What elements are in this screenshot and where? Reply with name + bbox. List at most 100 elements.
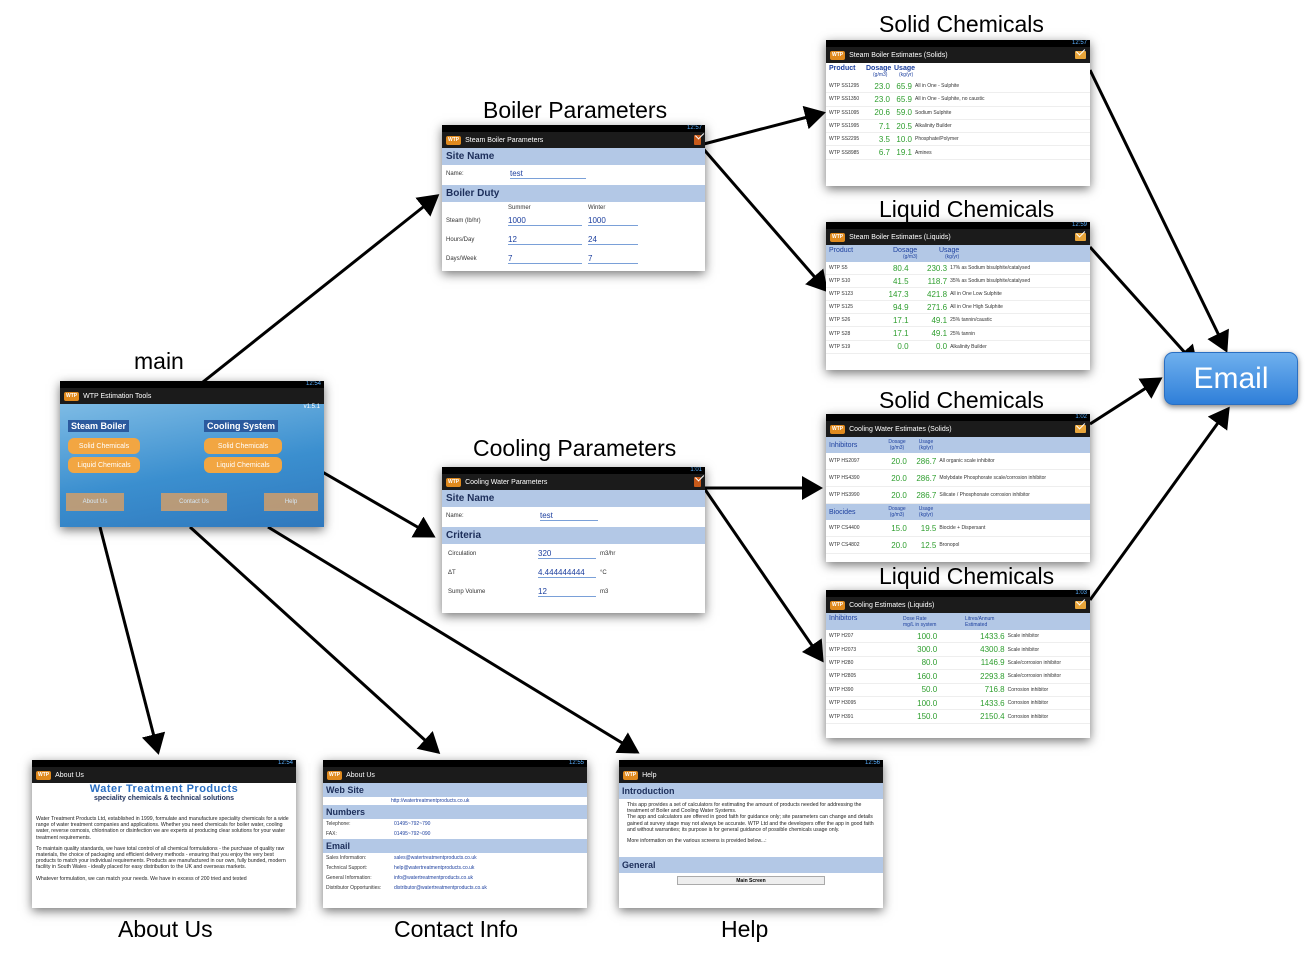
wtp-logo-icon: WTP — [830, 600, 846, 610]
email-icon[interactable] — [1075, 425, 1086, 433]
label-liquid-chemicals-cooling: Liquid Chemicals — [879, 563, 1055, 589]
boiler-liquid-button[interactable]: Liquid Chemicals — [68, 457, 140, 473]
param-input[interactable]: 4.444444444 — [538, 568, 596, 578]
param-unit: m3 — [600, 588, 609, 595]
description-cell: Amines — [915, 149, 932, 156]
cooling-liquid-button[interactable]: Liquid Chemicals — [204, 457, 282, 473]
help-paragraph-3: More information on the various screens … — [627, 838, 767, 845]
contact-row: Technical Support: help@watertreatmentpro… — [323, 863, 587, 873]
product-cell: WTP H207 — [829, 633, 854, 640]
product-cell: WTP SS1295 — [829, 83, 860, 90]
summer-input[interactable]: 1000 — [508, 216, 582, 226]
col-dose-rate: Dose Rate — [903, 615, 927, 622]
wtp-logo-icon: WTP — [446, 477, 462, 487]
dosage-cell: 80.4 — [892, 263, 909, 273]
col-dosage: Dosage(g/m3) — [883, 439, 911, 451]
brand-tagline: speciality chemicals & technical solutio… — [93, 795, 235, 802]
contact-us-button[interactable]: Contact Us — [161, 493, 227, 511]
help-button[interactable]: Help — [264, 493, 318, 511]
about-us-button[interactable]: About Us — [66, 493, 124, 511]
dosage-cell: 0.0 — [897, 342, 909, 352]
email-icon[interactable] — [1075, 233, 1086, 241]
contact-email-link[interactable]: distributor@watertreatmentproducts.co.uk — [394, 885, 487, 891]
product-cell: WTP H280 — [829, 659, 854, 666]
telephone-value[interactable]: 01495~792~790 — [394, 821, 431, 827]
product-cell: WTP CS4400 — [829, 525, 860, 531]
main-screen-button[interactable]: Main Screen — [677, 876, 825, 886]
param-label: Sump Volume — [448, 588, 486, 595]
arrow-cooling-cliquid — [702, 487, 824, 663]
col-product: Product — [829, 247, 854, 254]
status-bar: 1:03 — [826, 590, 1090, 597]
description-cell: Alkalinity Builder — [915, 123, 952, 130]
name-input[interactable]: test — [510, 169, 586, 179]
calc-icon[interactable] — [694, 477, 701, 487]
dosage-unit: (g/m3) — [889, 512, 905, 518]
col-usage: Usage(kg/yr) — [911, 506, 941, 518]
name-label: Name: — [446, 171, 464, 177]
contact-label: Sales Information: — [326, 855, 367, 861]
usage-cell: 421.8 — [927, 289, 948, 299]
product-cell: WTP CS4802 — [829, 542, 860, 548]
col-usage: Usage(kg/yr) — [911, 439, 941, 451]
email-icon[interactable] — [1075, 51, 1086, 59]
status-bar: 1:01 — [442, 467, 705, 474]
summer-input[interactable]: 12 — [508, 235, 582, 245]
label-solid-chemicals-cooling: Solid Chemicals — [879, 387, 1044, 413]
product-cell: WTP SS1095 — [829, 109, 860, 116]
col-usage: Usage — [939, 247, 960, 254]
status-bar: 12:57 — [826, 40, 1090, 47]
contact-email-link[interactable]: sales@watertreatmentproducts.co.uk — [394, 855, 477, 861]
winter-label: Winter — [588, 205, 606, 211]
site-name-section: Site Name — [442, 490, 705, 507]
winter-input[interactable]: 1000 — [588, 216, 638, 226]
description-cell: Corrosion inhibitor — [1007, 713, 1049, 720]
status-bar: 1:02 — [826, 414, 1090, 421]
email-icon[interactable] — [1075, 601, 1086, 609]
param-unit: °C — [600, 569, 607, 576]
contact-email-link[interactable]: help@watertreatmentproducts.co.uk — [394, 865, 475, 871]
usage-label: Usage — [918, 439, 934, 445]
description-cell: 25% tannin — [950, 330, 976, 337]
product-cell: WTP S125 — [829, 304, 854, 311]
help-paragraph-2: The app and calculators are offered in g… — [627, 814, 874, 833]
website-link[interactable]: http://watertreatmentproducts.co.uk — [391, 798, 470, 804]
name-input[interactable]: test — [540, 511, 598, 521]
arrow-boiler-bliquid — [698, 144, 828, 293]
dosage-cell: 147.3 — [888, 289, 909, 299]
product-cell: WTP HS2097 — [829, 458, 860, 464]
wtp-logo-icon: WTP — [830, 232, 846, 242]
dosage-cell: 50.0 — [921, 685, 938, 695]
product-cell: WTP SS1350 — [829, 96, 860, 103]
cooling-solid-button[interactable]: Solid Chemicals — [204, 438, 282, 454]
calc-icon[interactable] — [694, 135, 701, 145]
contact-label: Technical Support: — [326, 865, 368, 871]
product-cell: WTP S10 — [829, 278, 851, 285]
description-cell: All in One - Sulphite, no caustic — [915, 96, 985, 103]
summer-input[interactable]: 7 — [508, 254, 582, 264]
winter-input[interactable]: 7 — [588, 254, 638, 264]
dosage-cell: 41.5 — [892, 276, 909, 286]
about-paragraph-1: Water Treatment Products Ltd, establishe… — [36, 816, 289, 841]
param-input[interactable]: 12 — [538, 587, 596, 597]
about-paragraph-3: Whatever formulation, we can match your … — [36, 875, 247, 882]
inhibitors-heading: Inhibitors — [829, 615, 858, 622]
dosage-cell: 94.9 — [892, 302, 909, 312]
winter-input[interactable]: 24 — [588, 235, 638, 245]
dosage-cell: 3.5 — [878, 134, 890, 144]
product-cell: WTP SS2295 — [829, 136, 860, 143]
unit-litres: Estimated — [965, 622, 988, 628]
contact-email-link[interactable]: info@watertreatmentproducts.co.uk — [394, 875, 474, 881]
contact-row: Distributor Opportunities:distributor@wa… — [323, 883, 587, 893]
description-cell: 17% as Sodium bisulphite/catalysed — [950, 265, 1031, 272]
product-cell: WTP S19 — [829, 343, 851, 350]
label-liquid-chemicals-boiler: Liquid Chemicals — [879, 196, 1055, 222]
boiler-solid-button[interactable]: Solid Chemicals — [68, 438, 140, 454]
param-input[interactable]: 320 — [538, 549, 596, 559]
